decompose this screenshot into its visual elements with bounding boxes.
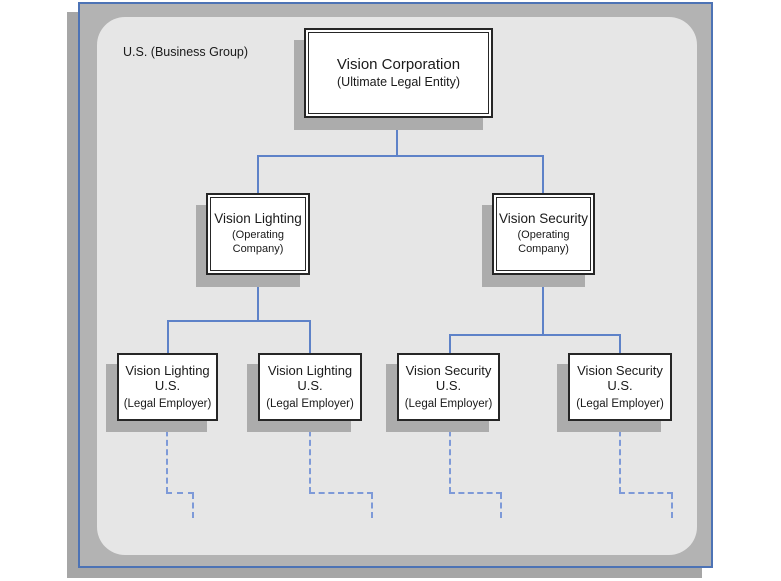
legal-employer-box: Vision Security U.S. (Legal Employer) [568,353,672,421]
box-title-line2: U.S. [435,378,462,394]
dashed-connector [371,493,373,518]
operating-company-box-lighting: Vision Lighting (Operating Company) [206,193,310,275]
box-title-line2: U.S. [297,378,323,394]
connector-top-rail [257,155,544,157]
legal-employer-box: Vision Security U.S. (Legal Employer) [397,353,500,421]
legal-employer-box: Vision Lighting U.S. (Legal Employer) [117,353,218,421]
box-title-line2: U.S. [154,378,181,394]
box-title-line1: Vision Lighting [125,362,210,378]
root-entity-box: Vision Corporation (Ultimate Legal Entit… [304,28,493,118]
connector-lighting-stem [257,275,259,320]
operating-company-box-security: Vision Security (Operating Company) [492,193,595,275]
box-title-line2: U.S. [607,378,633,394]
connector-drop-security-us-2 [619,334,621,353]
box-title-line1: Vision Security [405,362,492,378]
dashed-connector [619,492,673,494]
dashed-connector [166,421,168,493]
connector-lighting-rail [167,320,311,322]
business-group-label: U.S. (Business Group) [123,45,249,59]
box-title: Vision Security [498,211,589,227]
connector-drop-lighting-us-1 [167,320,169,353]
connector-root-stem [396,120,398,155]
box-subtitle: (Operating Company) [517,229,570,256]
root-entity-inner: Vision Corporation (Ultimate Legal Entit… [308,32,489,114]
connector-drop-lighting-us-2 [309,320,311,353]
connector-security-stem [542,275,544,334]
box-title-line1: Vision Security [577,362,663,378]
operating-company-inner: Vision Lighting (Operating Company) [210,197,306,271]
connector-drop-security-us-1 [449,334,451,353]
box-subtitle: (Legal Employer) [266,397,354,410]
box-subtitle: (Legal Employer) [404,397,493,410]
dashed-connector [449,492,502,494]
dashed-connector [309,421,311,493]
box-title-line1: Vision Lighting [267,362,353,378]
connector-security-rail [449,334,621,336]
operating-company-inner: Vision Security (Operating Company) [496,197,591,271]
box-title: Vision Lighting [214,211,302,227]
box-subtitle: (Legal Employer) [576,397,664,410]
dashed-connector [166,492,194,494]
box-subtitle: (Operating Company) [232,229,284,256]
legal-employer-box: Vision Lighting U.S. (Legal Employer) [258,353,362,421]
connector-drop-lighting [257,155,259,193]
dashed-connector [671,493,673,518]
dashed-connector [449,421,451,493]
dashed-connector [192,493,194,518]
dashed-connector [309,492,373,494]
box-title: Vision Corporation [336,55,461,73]
dashed-connector [500,493,502,518]
box-subtitle: (Legal Employer) [123,397,212,410]
box-subtitle: (Ultimate Legal Entity) [337,74,460,89]
dashed-connector [619,421,621,493]
connector-drop-security [542,155,544,193]
